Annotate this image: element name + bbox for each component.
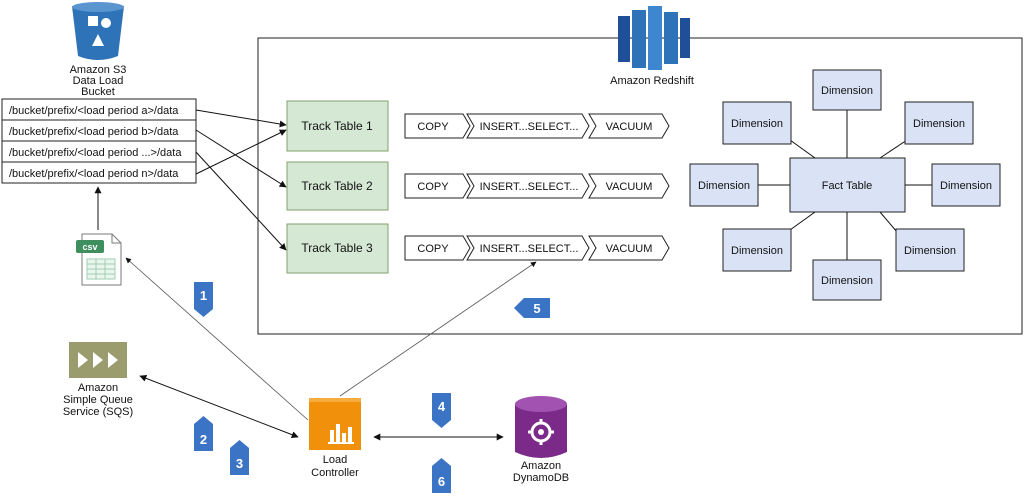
copy-step-2: COPY (417, 181, 449, 193)
load-controller-icon (309, 398, 361, 450)
load-controller-label-line1: Load (323, 454, 347, 466)
pipeline-row-2: COPY INSERT...SELECT... VACUUM (404, 173, 670, 199)
step-2-number: 2 (200, 432, 207, 447)
vacuum-step-3: VACUUM (606, 243, 653, 255)
s3-label-line3: Bucket (81, 86, 115, 98)
copy-step-3: COPY (417, 243, 449, 255)
pipeline-row-3: COPY INSERT...SELECT... VACUUM (404, 235, 670, 261)
s3-label-line1: Amazon S3 (70, 64, 127, 76)
sqs-icon (69, 342, 127, 378)
dynamodb-label-line1: Amazon (521, 460, 561, 472)
s3-prefix-list: /bucket/prefix/<load period a>/data /buc… (1, 98, 197, 184)
pipeline-row-1: COPY INSERT...SELECT... VACUUM (404, 113, 670, 139)
track-table-2-label: Track Table 2 (301, 179, 373, 193)
prefix-b: /bucket/prefix/<load period b>/data (9, 126, 179, 138)
step-4-number: 4 (438, 399, 446, 414)
track-table-1: Track Table 1 (286, 100, 389, 152)
step-1-badge: 1 (194, 282, 213, 317)
dimension-left: Dimension (698, 180, 750, 192)
step-5-number: 5 (533, 301, 540, 316)
step-5-badge: 5 (514, 298, 550, 318)
step-2-badge: 2 (194, 416, 213, 451)
prefix-a-to-track-1-arrow (195, 109, 287, 128)
s3-label-line2: Data Load (73, 75, 124, 87)
redshift-label: Amazon Redshift (610, 75, 694, 87)
dimension-top-right: Dimension (913, 118, 965, 130)
insert-step-3: INSERT...SELECT... (480, 243, 579, 255)
vacuum-step-1: VACUUM (606, 121, 653, 133)
dimension-bottom-left: Dimension (731, 245, 783, 257)
load-controller-label-line2: Controller (311, 467, 359, 479)
controller-sqs-arrow (139, 375, 299, 438)
prefix-ellipsis: /bucket/prefix/<load period ...>/data (9, 147, 182, 159)
step-6-number: 6 (438, 474, 445, 489)
insert-step-2: INSERT...SELECT... (480, 181, 579, 193)
sqs-label-line2: Simple Queue (63, 394, 133, 406)
prefix-b-to-track-2-arrow (195, 129, 287, 188)
csv-file-icon: csv (76, 233, 122, 286)
dimension-top-left: Dimension (731, 118, 783, 130)
track-table-3: Track Table 3 (286, 223, 389, 274)
step-1-number: 1 (200, 288, 207, 303)
prefix-ellipsis-to-track-3-arrow (195, 151, 287, 251)
dimension-bottom: Dimension (821, 275, 873, 287)
track-table-3-label: Track Table 3 (301, 241, 373, 255)
controller-to-redshift-arrow (339, 261, 537, 397)
vacuum-step-2: VACUUM (606, 181, 653, 193)
sqs-label-line3: Service (SQS) (63, 406, 133, 418)
controller-to-csv-arrow (125, 257, 309, 421)
dimension-bottom-right: Dimension (904, 245, 956, 257)
s3-bucket-icon (72, 2, 124, 60)
dimension-top: Dimension (821, 85, 873, 97)
step-3-badge: 3 (230, 440, 249, 475)
step-4-badge: 4 (432, 393, 451, 428)
redshift-icon (618, 6, 690, 70)
prefix-n: /bucket/prefix/<load period n>/data (9, 168, 179, 180)
star-schema: Fact Table Dimension Dimension Dimension… (689, 69, 1001, 301)
step-3-number: 3 (236, 456, 243, 471)
track-table-2: Track Table 2 (286, 161, 389, 211)
csv-label: csv (82, 242, 97, 252)
prefix-n-to-track-1-arrow (195, 129, 287, 175)
track-table-1-label: Track Table 1 (301, 119, 373, 133)
prefix-a: /bucket/prefix/<load period a>/data (9, 105, 179, 117)
dimension-right: Dimension (940, 180, 992, 192)
fact-table-label: Fact Table (822, 180, 873, 192)
copy-step-1: COPY (417, 121, 449, 133)
dynamodb-icon (515, 396, 567, 458)
dynamodb-label-line2: DynamoDB (513, 472, 569, 484)
insert-step-1: INSERT...SELECT... (480, 121, 579, 133)
step-6-badge: 6 (432, 458, 451, 493)
sqs-label-line1: Amazon (78, 382, 118, 394)
